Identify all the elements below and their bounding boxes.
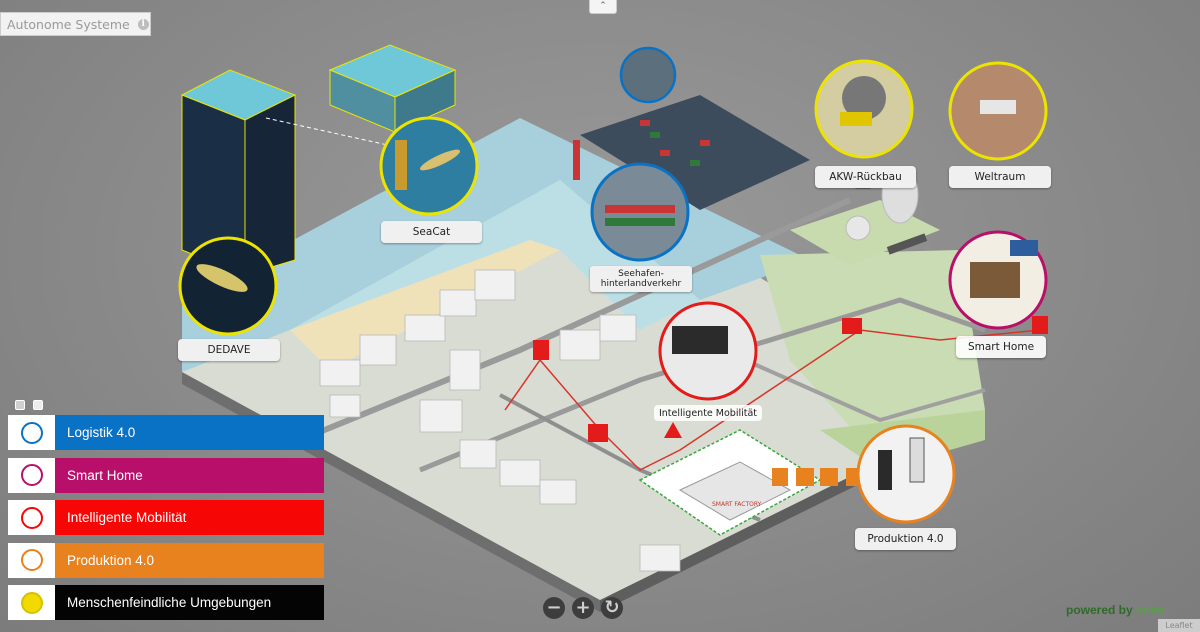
hotspot-hafen-small-circle[interactable] (619, 46, 677, 104)
legend-item-menschenfeindlich[interactable]: Menschenfeindliche Umgebungen (8, 585, 324, 620)
leaflet-attribution[interactable]: Leaflet (1158, 619, 1200, 632)
hotspot-seacat-circle[interactable] (379, 116, 479, 216)
skull-icon (20, 591, 43, 614)
app-title-label: Autonome Systeme (7, 16, 130, 32)
legend-label-menschenfeindlich: Menschenfeindliche Umgebungen (55, 585, 324, 620)
chevron-up-icon: ⌃ (599, 1, 607, 11)
road-icon (20, 506, 43, 529)
powered-by-prefix: powered by (1066, 603, 1133, 617)
hotspot-label-smart-home[interactable]: Smart Home (956, 336, 1046, 358)
legend-label-mobilitaet: Intelligente Mobilität (55, 500, 324, 535)
logistics-icon (20, 421, 43, 444)
map-marker-mobility[interactable] (533, 316, 1048, 442)
collapse-panel-button[interactable]: ⌃ (589, 0, 617, 14)
hotspot-label-weltraum[interactable]: Weltraum (949, 166, 1051, 188)
house-icon (20, 464, 43, 486)
hotspot-label-dedave[interactable]: DEDAVE (178, 339, 280, 361)
app-title[interactable]: Autonome Systeme i (0, 12, 151, 36)
hotspot-label-produktion[interactable]: Produktion 4.0 (855, 528, 956, 550)
hotspot-label-seacat[interactable]: SeaCat (381, 221, 482, 243)
zoom-in-button[interactable]: + (572, 597, 594, 619)
factory-sign: SMART FACTORY (712, 501, 762, 508)
powered-by-brand: vireo (1136, 603, 1165, 617)
zoom-out-button[interactable]: − (543, 597, 565, 619)
hotspot-weltraum-circle[interactable] (948, 61, 1048, 161)
category-legend: Logistik 4.0 Smart Home Intelligente Mob… (8, 415, 324, 628)
gear-lamp-icon (20, 549, 43, 571)
info-icon[interactable]: i (137, 18, 149, 30)
hotspot-hafen-circle[interactable] (590, 162, 690, 262)
hotspot-dedave-circle[interactable] (178, 236, 278, 336)
legend-label-produktion: Produktion 4.0 (55, 542, 324, 578)
hotspot-label-mobilitaet[interactable]: Intelligente Mobilität (654, 405, 762, 421)
hotspot-smarthome-circle[interactable] (948, 230, 1048, 330)
legend-toggles (15, 400, 43, 410)
legend-item-mobilitaet[interactable]: Intelligente Mobilität (8, 500, 324, 535)
legend-toggle-expand[interactable] (33, 400, 43, 410)
hotspot-produktion-circle[interactable] (856, 424, 956, 524)
legend-item-smart-home[interactable]: Smart Home (8, 457, 324, 493)
map-marker-production[interactable] (772, 468, 860, 486)
hotspot-label-seehafen[interactable]: Seehafen- hinterlandverkehr (590, 266, 692, 292)
legend-toggle-collapse[interactable] (15, 400, 25, 410)
hotspot-label-akw[interactable]: AKW-Rückbau (815, 166, 916, 188)
hotspot-akw-circle[interactable] (814, 59, 914, 159)
legend-item-produktion[interactable]: Produktion 4.0 (8, 542, 324, 578)
powered-by[interactable]: powered by vireo (1066, 603, 1165, 617)
hotspot-mobilitaet-circle[interactable] (658, 301, 758, 401)
legend-label-smart-home: Smart Home (55, 457, 324, 493)
legend-label-logistik: Logistik 4.0 (55, 415, 324, 450)
zoom-controls: − + ↻ (543, 597, 623, 619)
reset-view-button[interactable]: ↻ (601, 597, 623, 619)
legend-item-logistik[interactable]: Logistik 4.0 (8, 415, 324, 450)
